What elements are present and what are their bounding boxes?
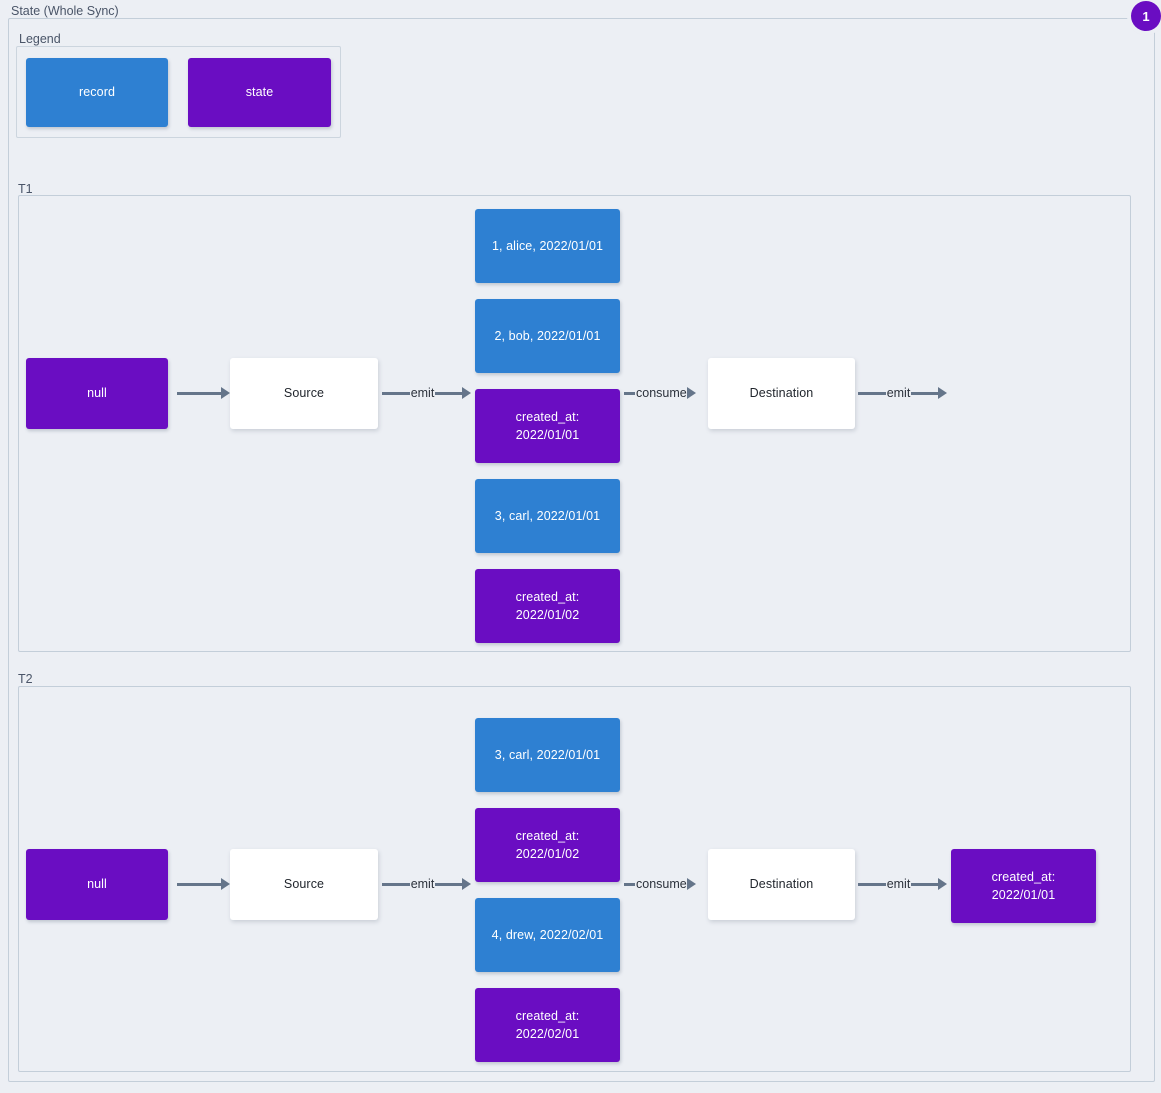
arrow-shaft — [858, 391, 886, 395]
arrow-head-icon — [462, 878, 471, 890]
t1-arrow-state-to-source — [177, 386, 230, 400]
t1-emit-label-2: emit — [886, 385, 911, 400]
section-label-t2: T2 — [18, 672, 33, 686]
t1-arrow-emit-2: emit — [858, 386, 947, 400]
legend-title: Legend — [19, 32, 61, 46]
arrow-shaft — [858, 882, 886, 886]
arrow-shaft — [911, 882, 939, 886]
t2-output-state: created_at: 2022/01/01 — [951, 849, 1096, 923]
t1-stream-item-3: 3, carl, 2022/01/01 — [475, 479, 620, 553]
t2-stream-item-2: 4, drew, 2022/02/01 — [475, 898, 620, 972]
t1-emit-label-1: emit — [410, 385, 435, 400]
t2-emit-label-1: emit — [410, 876, 435, 891]
arrow-head-icon — [938, 387, 947, 399]
step-badge: 1 — [1131, 1, 1161, 31]
arrow-head-icon — [221, 878, 230, 890]
t1-stream-item-2: created_at: 2022/01/01 — [475, 389, 620, 463]
arrow-stub — [624, 882, 635, 886]
legend-item-state: state — [188, 58, 331, 127]
arrow-shaft — [177, 391, 222, 395]
t1-stream-item-0: 1, alice, 2022/01/01 — [475, 209, 620, 283]
t1-source-node: Source — [230, 358, 378, 429]
arrow-stub — [624, 391, 635, 395]
t1-arrow-consume: consume — [624, 386, 708, 400]
arrow-head-icon — [221, 387, 230, 399]
arrow-shaft — [177, 882, 222, 886]
arrow-head-icon — [686, 387, 696, 399]
t2-stream-item-3: created_at: 2022/02/01 — [475, 988, 620, 1062]
t2-consume-label: consume — [636, 876, 687, 891]
t1-input-state: null — [26, 358, 168, 429]
arrow-shaft — [382, 882, 410, 886]
section-label-t1: T1 — [18, 182, 33, 196]
t2-destination-node: Destination — [708, 849, 855, 920]
arrow-shaft — [382, 391, 410, 395]
t1-consume-label: consume — [636, 385, 687, 400]
arrow-shaft — [911, 391, 939, 395]
t1-stream-item-4: created_at: 2022/01/02 — [475, 569, 620, 643]
arrow-head-icon — [938, 878, 947, 890]
diagram-title: State (Whole Sync) — [11, 4, 119, 18]
arrow-shaft — [435, 391, 463, 395]
t1-destination-node: Destination — [708, 358, 855, 429]
t1-arrow-emit-1: emit — [382, 386, 471, 400]
t1-stream-item-1: 2, bob, 2022/01/01 — [475, 299, 620, 373]
t2-arrow-emit-1: emit — [382, 877, 471, 891]
t2-stream-item-0: 3, carl, 2022/01/01 — [475, 718, 620, 792]
t2-source-node: Source — [230, 849, 378, 920]
t2-emit-label-2: emit — [886, 876, 911, 891]
t2-input-state: null — [26, 849, 168, 920]
legend-item-record: record — [26, 58, 168, 127]
arrow-shaft — [435, 882, 463, 886]
t2-stream-item-1: created_at: 2022/01/02 — [475, 808, 620, 882]
t2-arrow-emit-2: emit — [858, 877, 947, 891]
t2-arrow-consume: consume — [624, 877, 708, 891]
arrow-head-icon — [686, 878, 696, 890]
arrow-head-icon — [462, 387, 471, 399]
t2-arrow-state-to-source — [177, 877, 230, 891]
